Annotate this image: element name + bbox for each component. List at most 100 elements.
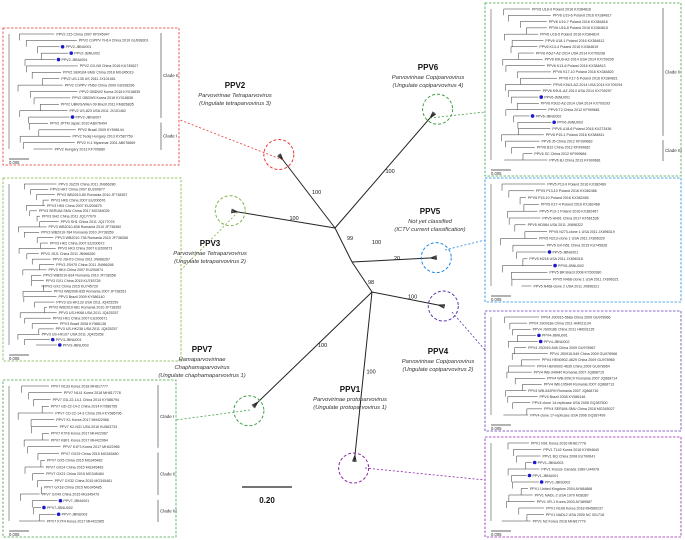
- leaf-label: PPV5 BR Brazil 2008 KY500380: [549, 271, 601, 275]
- leaf-label: PPV7 K7F4 Korea 2017 MH422965: [47, 519, 104, 523]
- leaf-label: PPV7 K8F1 Korea 2017 MH422964: [51, 438, 108, 442]
- jbnu-marker: [547, 250, 552, 254]
- leaf-label: PPV5 HD584 USA 2011 JX896322: [528, 223, 583, 227]
- leaf-label: PPV2 SERUM-SMU China 2018 MG345019: [63, 71, 134, 75]
- leaf-label: PPV4 JS0915-548 China 2009 GU978967: [528, 346, 595, 350]
- group-subfamily-2: Chaphamaparvovirus: [174, 365, 229, 371]
- leaf-label: PPV7 GD-22-14-2 China 2014 KY586795: [51, 405, 117, 409]
- leaf-label: PPV7 GX32 China 2015 MG345481: [55, 479, 113, 483]
- leaf-label: PPV6 K17-10 Poland 2016 KX384820: [553, 70, 614, 74]
- leaf-label: PPV5 N468-clone 2 USA 2011 JX896321: [533, 284, 599, 288]
- ppv3-tip: [231, 208, 239, 213]
- group-species: (ICTV current classification): [394, 227, 465, 233]
- leaf-label: PPV6 U19-6 Poland 2016 KX384817: [553, 14, 612, 18]
- jbnu-marker: [539, 95, 544, 99]
- jbnu-marker: [56, 57, 61, 62]
- jbnu-marker: [56, 512, 61, 517]
- ppv7-highlight-circle: [233, 395, 265, 427]
- ppv4-highlight-circle: [427, 290, 459, 322]
- leaf-label: PPV6 T2 China 2012 KF999681: [548, 108, 599, 112]
- clade-label: Clade II: [163, 73, 179, 78]
- leaf-label: PPV4 clone 14-replicase USA 2006 GQ38750…: [532, 401, 607, 405]
- leaf-label: PPV2-JBNU001: [66, 45, 92, 49]
- leaf-label: PPV1 BQ China 2008 EU790641: [542, 454, 595, 458]
- group-species: (Ungulate tetraparvovirus 2): [174, 259, 246, 265]
- leaf-label: PPV3 HK2 China 2007 EU200672: [50, 241, 105, 245]
- clade-label: Clade II: [160, 471, 176, 476]
- scale-label: 0.005: [491, 297, 502, 302]
- jbnu-marker: [532, 460, 537, 465]
- ppv4-tip: [437, 304, 445, 309]
- ppv5-connector: [444, 239, 486, 251]
- ppv6-branch: [334, 117, 431, 229]
- leaf-label: PPV6 U16-5 Poland 2016 KX384814: [540, 32, 599, 36]
- group-subfamily: Parvovirinae Tetraparvovirus: [173, 251, 247, 257]
- ppv2-panel-border: [2, 27, 180, 166]
- leaf-label: PPV2 215 China 2007 KP245947: [56, 32, 109, 36]
- group-subfamily: Hamaparvovirinae: [178, 357, 226, 363]
- scale-label: 0.005: [491, 532, 502, 537]
- leaf-label: PPV1-JBNU002: [545, 480, 571, 484]
- leaf-label: PPV5 GX-N51 China 2015 KU745628: [547, 244, 608, 248]
- ppv6-connector: [429, 111, 486, 119]
- bootstrap-label: 100: [290, 216, 299, 222]
- group-name: PPV5: [420, 207, 441, 216]
- ppv2-tip: [280, 153, 284, 161]
- leaf-label: PPV1 VR-1 Korea 2003 AY389587: [537, 500, 592, 504]
- leaf-label: PPV1-JBNU001: [532, 474, 558, 478]
- jbnu-marker: [537, 333, 541, 338]
- leaf-label: PPV5 P13-9 Poland 2016 KX382469: [547, 182, 606, 186]
- leaf-label: PPV5 P13-10 Poland 2016 KX382466: [536, 189, 597, 193]
- internal-branch: [334, 227, 353, 263]
- scale-label: 0.005: [491, 171, 502, 176]
- ppv4-connector: [451, 311, 486, 351]
- group-name: PPV3: [200, 239, 221, 248]
- leaf-label: PPV1 N91 Korea 2016 MH817778: [531, 441, 586, 445]
- group-subfamily: Parvovirinae Copiparvovirus: [402, 359, 475, 365]
- ppv3-highlight-circle: [214, 195, 246, 227]
- bootstrap-label: 100: [367, 370, 376, 376]
- leaf-label: PPV4 HEN0902-4629 China 2009 GU978965: [542, 358, 615, 362]
- clade-label: Clade III: [160, 508, 177, 513]
- group-name: PPV6: [418, 63, 439, 72]
- leaf-label: PPV3 US-HK68 USA 2011 JQ425257: [59, 311, 119, 315]
- ppv6-highlight-circle: [422, 93, 454, 125]
- leaf-label: PPV1 United Kingdom 2004 AY684868: [530, 487, 592, 491]
- leaf-label: PPV7 GX5 China 2015 MG345482: [47, 459, 103, 463]
- group-subfamily: Not yet classified: [408, 219, 453, 225]
- clade-label: Clade I: [163, 134, 177, 139]
- leaf-label: PPV3 JSH70 China 2011 JN966266: [56, 263, 113, 267]
- leaf-label: PPV6 SC China 2012 KF999684: [534, 152, 586, 156]
- leaf-label: PPV2 GBDW3 Korea 2018 KY018838: [72, 96, 133, 100]
- ppv7-branch: [257, 291, 373, 403]
- leaf-label: PPV2-JBNU007: [76, 115, 102, 119]
- leaf-label: PPV7 GX29 China 2015 MG345480: [61, 452, 119, 456]
- leaf-label: PPV5-JBNU001: [552, 250, 578, 254]
- leaf-label: PPV7 K1 Korea 2017 MH422966: [56, 418, 109, 422]
- leaf-label: PPV5 N213-clone 1 USA 2011 JX896320: [539, 237, 605, 241]
- internal-branch: [351, 261, 373, 293]
- clade-label: Clade III: [665, 148, 682, 153]
- leaf-label: PPV3 SH1 China 2011 JQ177078: [61, 220, 115, 224]
- leaf-label: PPV7 GX24 China 2015 MG345483: [46, 465, 104, 469]
- leaf-label: PPV6 K9U2-AZ-2014 USA 2014 KX709293: [541, 102, 610, 106]
- ppv2-branch: [282, 159, 336, 229]
- leaf-label: PPV4-JBNU001: [542, 334, 568, 338]
- leaf-label: PPV1 T142 Korea 2016 KY894640: [543, 448, 599, 452]
- jbnu-marker: [527, 473, 532, 478]
- leaf-label: PPV1 N108 Korea 2018 MH589237: [546, 506, 603, 510]
- leaf-label: PPV6 J5 China 2012 KF999683: [542, 139, 593, 143]
- leaf-label: PPV5 P13-1 Poland 2016 KX382467: [539, 210, 598, 214]
- leaf-label: PPV4 Brazil 2008 KY586146: [539, 395, 585, 399]
- leaf-label: PPV7 N141 Korea 2018 MH817778: [64, 391, 121, 395]
- scale-label: 0.005: [491, 426, 502, 431]
- leaf-label: PPV1 Kresse Canada 1989 U44978: [541, 467, 599, 471]
- leaf-label: PPV4 clone 17-replicase USA 2006 GQ38749…: [530, 413, 605, 417]
- leaf-label: PPV1-JBNU003: [538, 461, 564, 465]
